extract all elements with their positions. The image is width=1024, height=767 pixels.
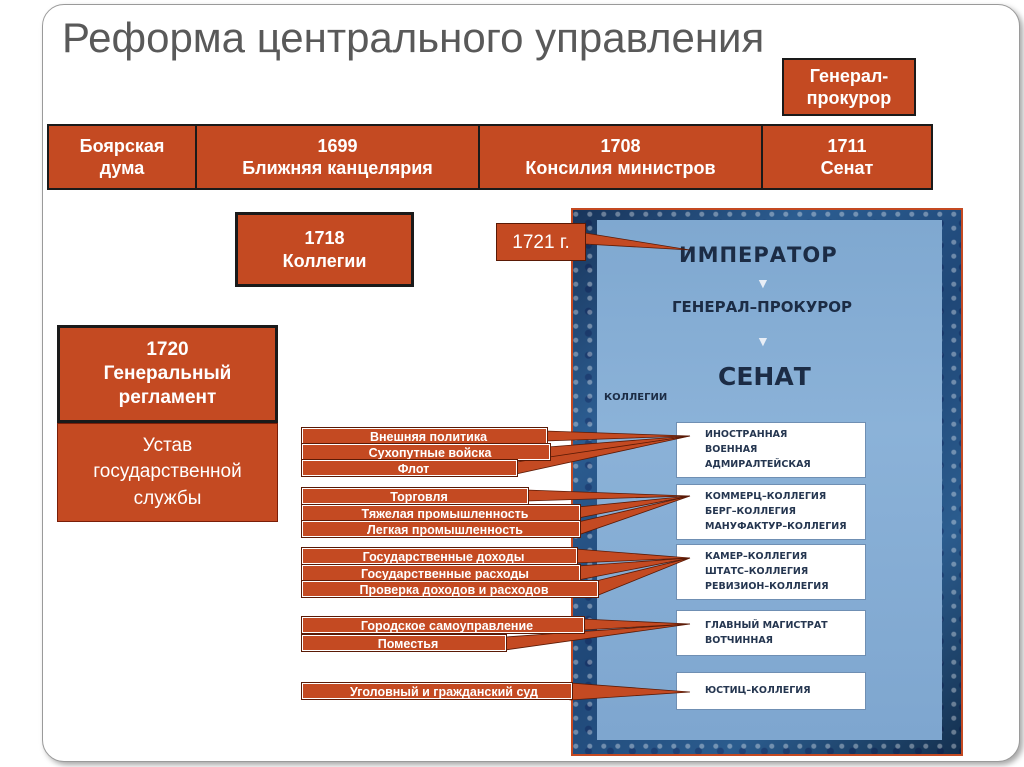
gen-prokuror-line1: Генерал-	[809, 65, 889, 86]
scheme-item: ВОТЧИННАЯ	[705, 635, 773, 646]
scheme-senat: СЕНАТ	[718, 362, 811, 391]
scheme-item: КАМЕР–КОЛЛЕГИЯ	[705, 551, 808, 562]
scheme-item: МАНУФАКТУР–КОЛЛЕГИЯ	[705, 521, 847, 532]
timeline-line1: 1711	[827, 135, 867, 156]
timeline-senat: 1711 Сенат	[761, 124, 933, 190]
function-label: Сухопутные войска	[301, 443, 551, 461]
scheme-imperator: ИМПЕРАТОР	[679, 243, 838, 267]
gen-prokuror-line2: прокурор	[806, 88, 892, 108]
ustav-line1: Устав	[142, 434, 193, 456]
page-title: Реформа центрального управления	[62, 14, 765, 61]
function-label: Внешняя политика	[301, 427, 548, 445]
timeline-line1: 1708	[600, 135, 641, 156]
timeline-konsiliya-ministrov: 1708 Консилия министров	[478, 124, 763, 190]
scheme-image	[571, 208, 963, 756]
function-label: Флот	[301, 459, 518, 477]
scheme-kollegii-label: КОЛЛЕГИИ	[604, 392, 668, 403]
scheme-group-1: ИНОСТРАННАЯ ВОЕННАЯ АДМИРАЛТЕЙСКАЯ	[676, 422, 866, 478]
timeline-line2: Сенат	[820, 158, 874, 178]
kollegii-box: 1718 Коллегии	[235, 212, 414, 287]
year-1721-box: 1721 г.	[496, 223, 586, 261]
reglament-box: 1720 Генеральный регламент	[57, 325, 278, 423]
timeline-line2: Консилия министров	[525, 158, 716, 178]
arrow-down-icon: ▼	[756, 333, 770, 349]
gen-prokuror-box: Генерал- прокурор	[782, 58, 916, 116]
timeline-line2: дума	[99, 158, 145, 178]
function-label: Торговля	[301, 487, 529, 505]
ustav-line2: государственной	[93, 461, 242, 483]
function-label: Тяжелая промышленность	[301, 504, 581, 522]
function-label: Городское самоуправление	[301, 616, 585, 634]
reglament-line2: Генеральный	[103, 363, 232, 385]
scheme-item: ВОЕННАЯ	[705, 444, 758, 455]
scheme-item: АДМИРАЛТЕЙСКАЯ	[705, 459, 811, 470]
kollegii-label: Коллегии	[282, 250, 367, 271]
kollegii-year: 1718	[304, 228, 345, 248]
scheme-group-3: КАМЕР–КОЛЛЕГИЯ ШТАТС–КОЛЛЕГИЯ РЕВИЗИОН–К…	[676, 544, 866, 600]
arrow-down-icon: ▼	[756, 275, 770, 291]
scheme-item: БЕРГ–КОЛЛЕГИЯ	[705, 506, 796, 517]
ustav-box: Устав государственной службы	[57, 423, 278, 522]
scheme-group-4: ГЛАВНЫЙ МАГИСТРАТ ВОТЧИННАЯ	[676, 610, 866, 656]
connector-arrow	[569, 682, 691, 701]
function-label: Государственные доходы	[301, 547, 578, 565]
scheme-group-2: КОММЕРЦ–КОЛЛЕГИЯ БЕРГ–КОЛЛЕГИЯ МАНУФАКТУ…	[676, 484, 866, 540]
scheme-item: ЮСТИЦ–КОЛЛЕГИЯ	[705, 685, 811, 696]
scheme-gen-prokuror: ГЕНЕРАЛ–ПРОКУРОР	[672, 298, 853, 316]
scheme-item: ИНОСТРАННАЯ	[705, 429, 788, 440]
function-label: Уголовный и гражданский суд	[301, 682, 573, 700]
scheme-item: ШТАТС–КОЛЛЕГИЯ	[705, 566, 809, 577]
scheme-item: ГЛАВНЫЙ МАГИСТРАТ	[705, 620, 828, 631]
reglament-year: 1720	[146, 339, 189, 361]
timeline-blizhnyaya-kantselyariya: 1699 Ближняя канцелярия	[195, 124, 480, 190]
scheme-group-5: ЮСТИЦ–КОЛЛЕГИЯ	[676, 672, 866, 710]
function-label: Проверка доходов и расходов	[301, 580, 599, 598]
function-label: Государственные расходы	[301, 564, 581, 582]
timeline-line1: Боярская	[79, 135, 165, 156]
scheme-item: РЕВИЗИОН–КОЛЛЕГИЯ	[705, 581, 829, 592]
reglament-line3: регламент	[118, 386, 217, 408]
scheme-item: КОММЕРЦ–КОЛЛЕГИЯ	[705, 491, 827, 502]
timeline-line1: 1699	[317, 135, 358, 156]
ustav-line3: службы	[133, 487, 202, 509]
function-label: Легкая промышленность	[301, 520, 581, 538]
timeline-boyar-duma: Боярская дума	[47, 124, 197, 190]
function-label: Поместья	[301, 634, 507, 652]
connector-arrow	[584, 232, 691, 251]
timeline-line2: Ближняя канцелярия	[242, 158, 433, 178]
